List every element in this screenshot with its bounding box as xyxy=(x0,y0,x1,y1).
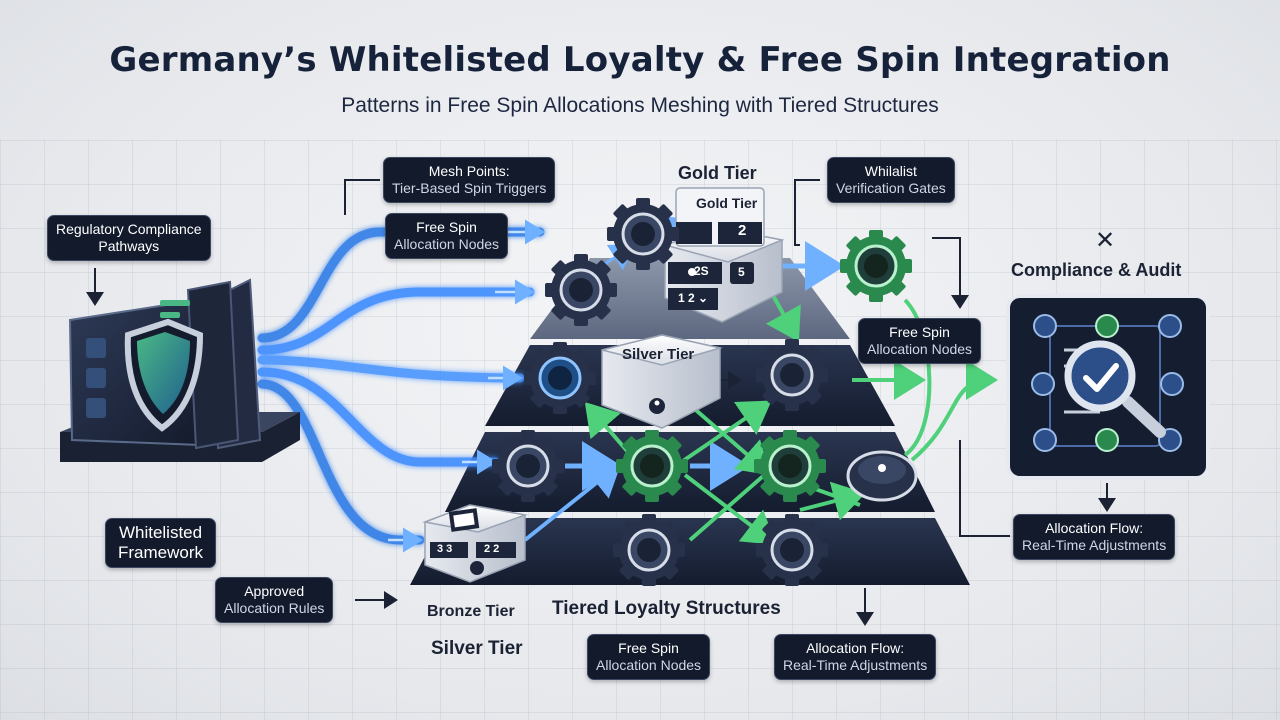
gear-icon xyxy=(543,252,619,328)
free-spin-nodes-right-label: Free Spin Allocation Nodes xyxy=(858,318,982,364)
whitelist-gates-line2: Verification Gates xyxy=(836,180,946,196)
page-subtitle: Patterns in Free Spin Allocations Meshin… xyxy=(341,94,939,117)
gold-glyph-4: 1 2 ⌄ xyxy=(678,291,709,305)
gear-icon xyxy=(611,512,687,588)
allocation-right-line2: Real-Time Adjustments xyxy=(1022,537,1167,553)
free-spin-right-line1: Free Spin xyxy=(889,324,950,340)
bronze-glyph-2: 2 2 xyxy=(484,543,500,555)
free-spin-top-line2: Allocation Nodes xyxy=(394,236,500,252)
whitelist-gates-line1: Whilalist xyxy=(864,163,917,179)
regulatory-compliance-label: Regulatory Compliance Pathways xyxy=(47,215,211,261)
silver-tier-block-label: Silver Tier xyxy=(622,346,695,363)
blue-flow-lines xyxy=(257,227,545,545)
regulatory-line2: Pathways xyxy=(98,238,160,254)
user-icon xyxy=(688,268,696,276)
free-spin-nodes-top-label: Free Spin Allocation Nodes xyxy=(385,213,509,259)
gear-icon xyxy=(754,512,830,588)
gear-icon xyxy=(614,428,690,504)
user-icon xyxy=(649,398,665,414)
allocation-bottom-line2: Real-Time Adjustments xyxy=(783,657,928,673)
gear-icon xyxy=(605,196,681,272)
gear-icon xyxy=(838,228,914,304)
free-spin-bottom-line1: Free Spin xyxy=(618,640,679,656)
allocation-right-line1: Allocation Flow: xyxy=(1045,520,1144,536)
gold-glyph-2: 2S xyxy=(694,264,709,278)
framework-line1: Whitelisted xyxy=(118,523,203,542)
page-title: Germany’s Whitelisted Loyalty & Free Spi… xyxy=(109,40,1171,80)
shield-icon xyxy=(137,332,190,414)
gold-tier-cube xyxy=(662,187,785,323)
whitelist-gates-label: Whilalist Verification Gates xyxy=(827,157,955,203)
allocation-gears xyxy=(490,196,918,588)
approved-line2: Allocation Rules xyxy=(224,600,325,616)
allocation-bottom-line1: Allocation Flow: xyxy=(806,640,905,656)
allocation-flow-right-label: Allocation Flow: Real-Time Adjustments xyxy=(1013,514,1176,560)
framework-line2: Framework xyxy=(118,543,204,562)
free-spin-bottom-line2: Allocation Nodes xyxy=(596,657,702,673)
pyramid-bottom-band xyxy=(410,518,970,585)
tiered-loyalty-structures-label: Tiered Loyalty Structures xyxy=(552,598,781,619)
checkmark-icon xyxy=(1031,314,1184,452)
close-icon[interactable]: ✕ xyxy=(1095,227,1116,254)
gear-icon xyxy=(522,340,598,416)
magnifier-check-icon xyxy=(1064,340,1166,438)
gold-tier-heading: Gold Tier xyxy=(678,163,757,183)
mesh-points-line2: Tier-Based Spin Triggers xyxy=(392,180,547,196)
gear-icon xyxy=(490,428,566,504)
allocation-flow-bottom-label: Allocation Flow: Real-Time Adjustments xyxy=(774,634,937,680)
gold-glyph-1: 2 xyxy=(738,222,747,239)
bronze-tier-label: Bronze Tier xyxy=(427,603,515,620)
silver-tier-bottom-label: Silver Tier xyxy=(431,638,523,659)
compliance-panel xyxy=(1006,294,1210,480)
gear-icon xyxy=(754,337,830,413)
whitelisted-framework-label: Whitelisted Framework xyxy=(105,518,217,568)
bronze-tier-block xyxy=(422,504,528,583)
free-spin-top-line1: Free Spin xyxy=(416,219,477,235)
approved-rules-label: Approved Allocation Rules xyxy=(215,577,334,623)
mesh-points-label: Mesh Points: Tier-Based Spin Triggers xyxy=(383,157,556,203)
silver-tier-cube xyxy=(601,334,723,429)
free-spin-right-line2: Allocation Nodes xyxy=(867,341,973,357)
gold-glyph-3: 5 xyxy=(738,265,745,279)
whitelisted-server-icon xyxy=(60,278,300,462)
callout-connectors xyxy=(86,179,1116,626)
mesh-points-line1: Mesh Points: xyxy=(428,163,510,179)
blue-flow-arrows xyxy=(388,219,545,553)
regulatory-line1: Regulatory Compliance xyxy=(56,221,202,237)
gold-tier-block-label: Gold Tier xyxy=(696,195,758,211)
gear-icon xyxy=(752,428,828,504)
approved-line1: Approved xyxy=(244,583,305,599)
bronze-glyph-1: 3 3 xyxy=(437,543,453,555)
compliance-audit-heading: Compliance & Audit xyxy=(1011,260,1182,280)
free-spin-nodes-bottom-label: Free Spin Allocation Nodes xyxy=(587,634,711,680)
